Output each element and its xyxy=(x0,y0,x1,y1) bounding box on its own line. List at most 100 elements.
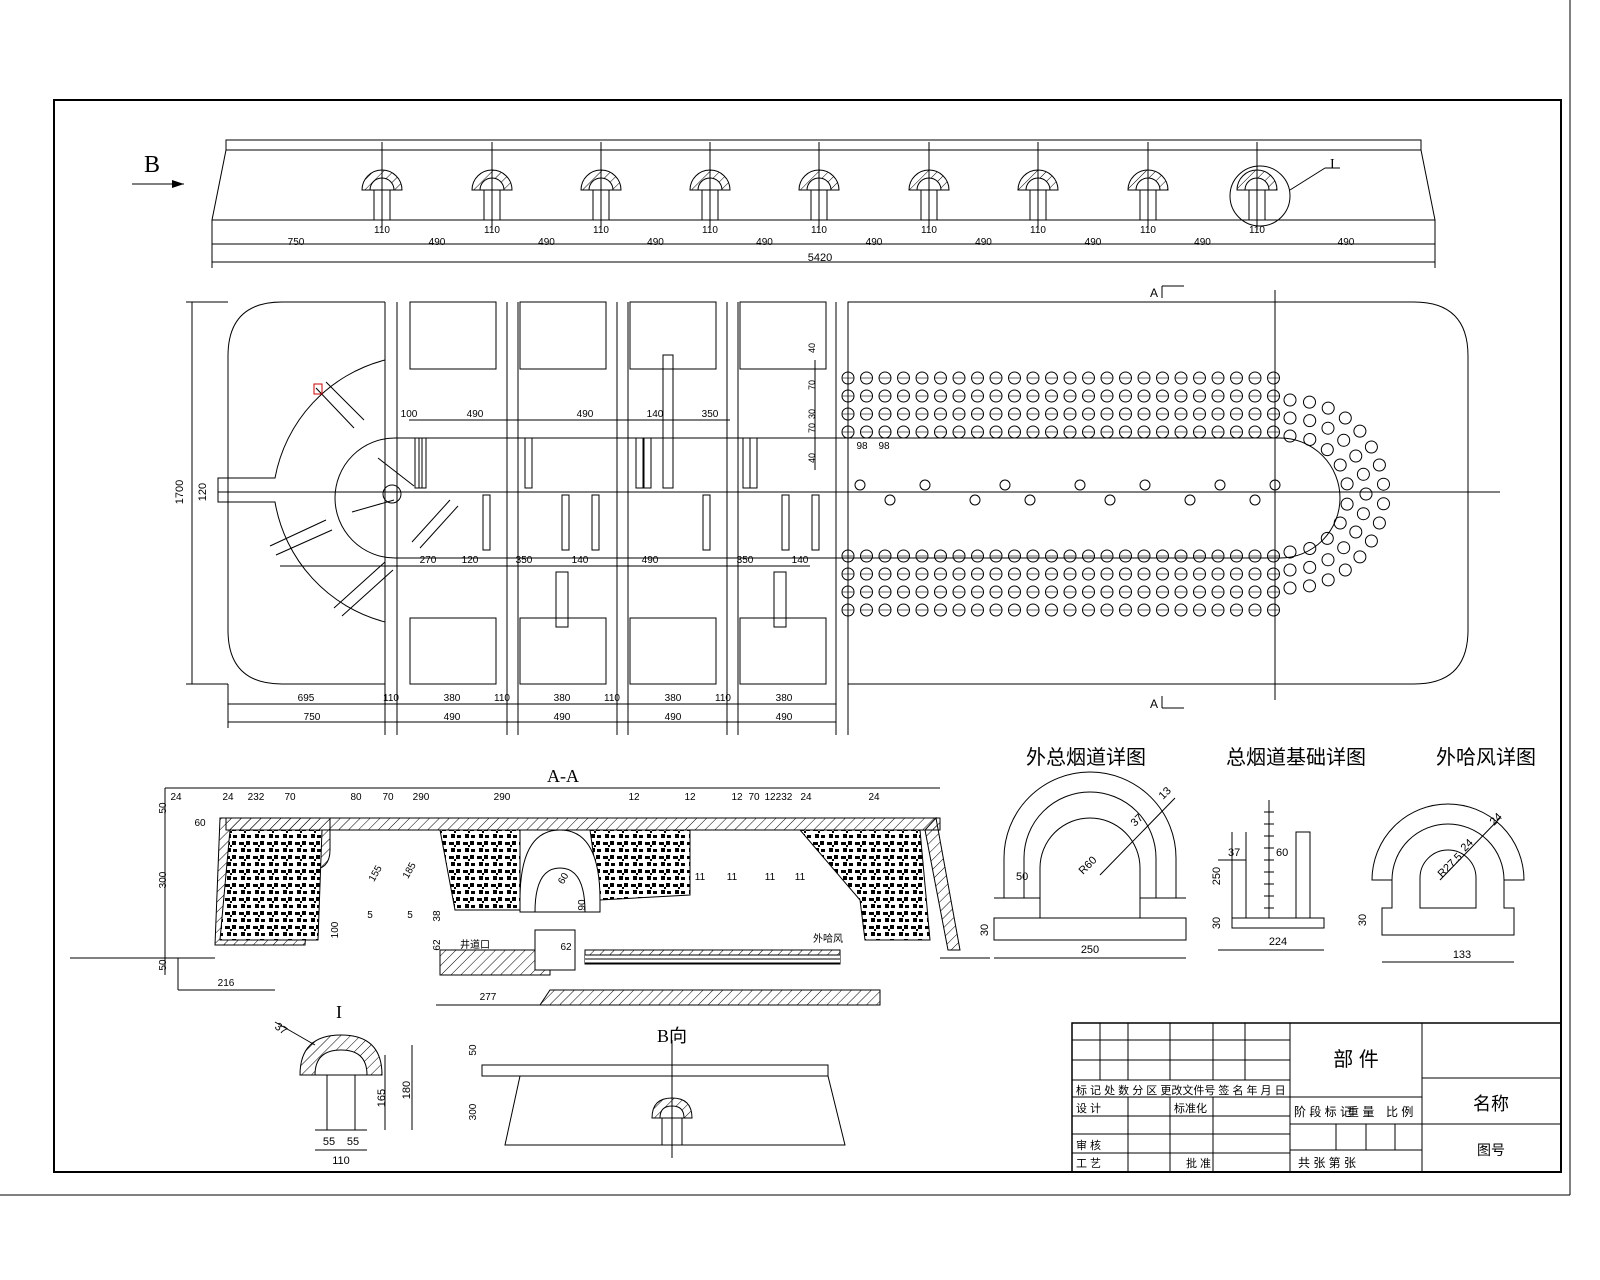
burner-hole xyxy=(1377,477,1390,491)
burner-hole xyxy=(1321,573,1335,587)
section-inner-dimension: 11 xyxy=(795,872,806,883)
section-bottom-dimension: 277 xyxy=(480,992,497,1003)
svg-text:比 例: 比 例 xyxy=(1386,1105,1413,1119)
top-dimension: 490 xyxy=(647,237,664,248)
plan-bottom-dimension: 380 xyxy=(776,693,793,704)
flue-port xyxy=(1024,494,1036,506)
svg-text:300: 300 xyxy=(468,1103,479,1120)
svg-text:165: 165 xyxy=(376,1089,388,1107)
burner-hole xyxy=(1340,497,1354,511)
burner-hole xyxy=(1364,534,1378,548)
top-dimension: 110 xyxy=(593,225,609,236)
plan-top-dimension: 100 xyxy=(401,409,418,420)
plan-mid-dimension: 140 xyxy=(792,555,809,566)
plan-bottom-dimension: 490 xyxy=(665,712,682,723)
section-top-dimension: 24 xyxy=(800,792,812,803)
burner-hole xyxy=(1338,411,1352,425)
riser-tube xyxy=(561,494,570,551)
section-top-dimension: 70 xyxy=(284,792,296,803)
plan-bottom-dimension: 380 xyxy=(444,693,461,704)
svg-text:24: 24 xyxy=(1488,811,1505,828)
plan-top-dimension: 350 xyxy=(702,409,719,420)
flue-port xyxy=(854,479,866,491)
burner-hole xyxy=(1320,531,1334,545)
section-bottom-dimension: 216 xyxy=(218,978,235,989)
section-label-hafeng: 外哈风 xyxy=(813,932,843,945)
section-top-dimension: 12 xyxy=(628,792,640,803)
section-side-dimension: 60 xyxy=(194,818,206,829)
plan-right-dimension: 30 xyxy=(807,409,817,419)
section-inner-dimension: 5 xyxy=(407,910,413,921)
top-overall-dimension: 5420 xyxy=(808,252,832,264)
top-dimension: 110 xyxy=(1030,225,1046,236)
flue-port xyxy=(1074,479,1086,491)
burner-hole xyxy=(1349,525,1363,539)
svg-text:180: 180 xyxy=(401,1081,413,1099)
svg-text:55: 55 xyxy=(347,1136,359,1148)
detail-i-labels: 37 165 180 55 55 110 xyxy=(272,1021,413,1167)
detail3-title: 外哈风详图 xyxy=(1436,746,1536,769)
burner-hole xyxy=(1372,458,1386,472)
svg-text:A: A xyxy=(1150,697,1158,711)
burner-hole xyxy=(1337,433,1351,447)
burner-hole xyxy=(1303,414,1317,428)
top-dimension: 110 xyxy=(374,225,390,236)
plan-bottom-dimension: 490 xyxy=(554,712,571,723)
b-view-title: B向 xyxy=(657,1026,687,1046)
detail2-scale-ticks xyxy=(1264,811,1274,909)
b-view xyxy=(481,1040,846,1158)
svg-text:标准化: 标准化 xyxy=(1174,1101,1207,1115)
svg-text:设 计: 设 计 xyxy=(1076,1102,1101,1115)
svg-text:37: 37 xyxy=(1129,812,1146,829)
burner-hole xyxy=(1338,563,1352,577)
svg-text:133: 133 xyxy=(1453,949,1471,961)
section-aa-ground xyxy=(70,787,990,1006)
riser-tube xyxy=(781,494,790,551)
plan-bottom-dimension: 110 xyxy=(383,693,399,704)
detail3-labels: 24 24 R27.5 30 133 xyxy=(1357,811,1505,961)
burner-hole xyxy=(1283,429,1297,443)
section-inner-dimension: 5 xyxy=(367,910,373,921)
burner-hole xyxy=(1303,542,1317,555)
burner-hole xyxy=(1333,458,1347,472)
b-arrow-label: B xyxy=(144,152,160,178)
section-top-dimension: 24 xyxy=(222,792,234,803)
section-inner-dimension: 11 xyxy=(765,872,776,883)
flue-port xyxy=(1139,479,1151,491)
detail3-hafeng xyxy=(1371,803,1525,963)
top-dimension: 490 xyxy=(756,237,773,248)
top-dimension: 490 xyxy=(1338,237,1355,248)
section-mark-top: A xyxy=(1150,285,1184,300)
title-block xyxy=(1071,1022,1562,1173)
detail-marker-label: I xyxy=(1330,157,1335,172)
plan-bottom-dimension: 380 xyxy=(554,693,571,704)
flue-port xyxy=(999,479,1011,491)
riser-tube xyxy=(635,437,644,489)
svg-text:110: 110 xyxy=(332,1155,350,1167)
top-arches xyxy=(361,142,1278,230)
name-label: 名称 xyxy=(1473,1094,1509,1114)
svg-text:13: 13 xyxy=(1157,785,1174,802)
flue-port xyxy=(884,494,896,506)
section-top-dimension: 24 xyxy=(170,792,182,803)
drawing-no-label: 图号 xyxy=(1477,1142,1505,1158)
section-inner-dimension: 90 xyxy=(577,899,588,911)
svg-text:30: 30 xyxy=(1357,914,1369,926)
left-flue-dimension: 120 xyxy=(197,483,209,501)
burner-hole xyxy=(1303,560,1317,574)
detail1-labels: 13 37 R60 50 30 250 xyxy=(979,785,1174,956)
section-side-dimension: 300 xyxy=(158,871,169,888)
svg-text:250: 250 xyxy=(1211,867,1223,885)
plan-top-dimension: 140 xyxy=(647,409,664,420)
burner-hole xyxy=(1372,516,1386,530)
svg-text:30: 30 xyxy=(979,924,991,936)
burner-hole xyxy=(1303,579,1316,593)
section-inner-dimension: 38 xyxy=(432,910,443,922)
section-top-dimension: 12 xyxy=(764,792,776,803)
riser-tube xyxy=(482,494,491,551)
section-top-dimension: 70 xyxy=(748,792,760,803)
svg-text:50: 50 xyxy=(1016,871,1028,883)
plan-top-dimension: 490 xyxy=(577,409,594,420)
burner-hole xyxy=(1353,424,1367,438)
